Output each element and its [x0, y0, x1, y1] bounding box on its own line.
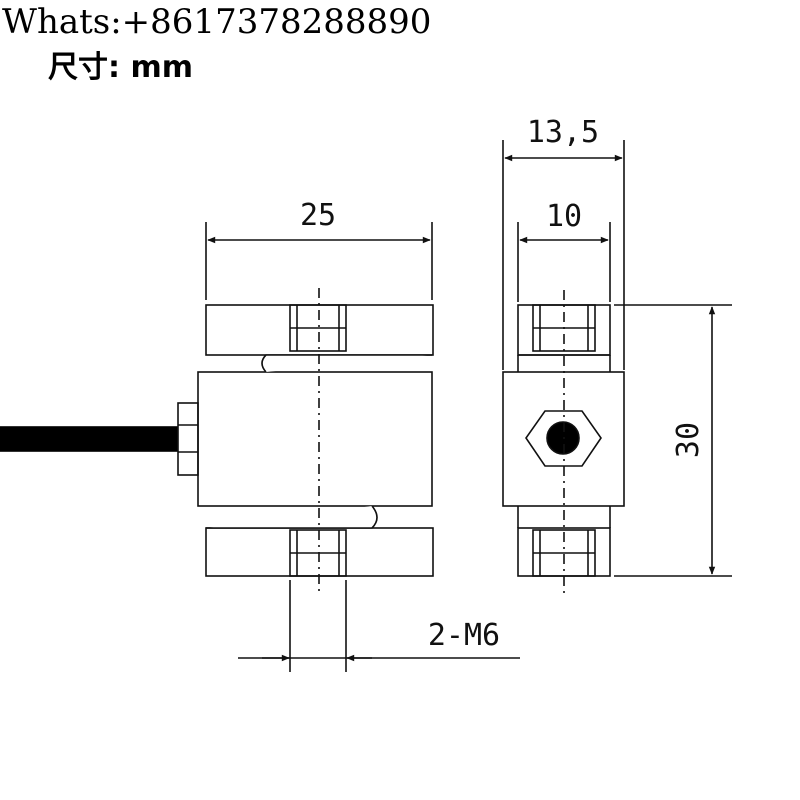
contact-text: Whats:+8617378288890: [2, 2, 432, 42]
front-body: [197, 371, 433, 507]
front-view: [0, 222, 520, 672]
dim-30-label: 30: [671, 422, 706, 458]
cable-nut: [177, 402, 199, 476]
dim-13-5-label: 13,5: [527, 115, 599, 150]
dim-10-label: 10: [546, 199, 582, 234]
dim-m6-label: 2-M6: [428, 618, 500, 653]
hex-nut: [525, 410, 602, 467]
unit-label: 尺寸: mm: [48, 50, 193, 85]
top-slot: [261, 354, 432, 373]
bottom-slot: [206, 505, 378, 529]
side-view: [502, 140, 732, 596]
dim-25-label: 25: [300, 198, 336, 233]
cable-hole: [546, 421, 580, 455]
cable: [0, 426, 183, 452]
